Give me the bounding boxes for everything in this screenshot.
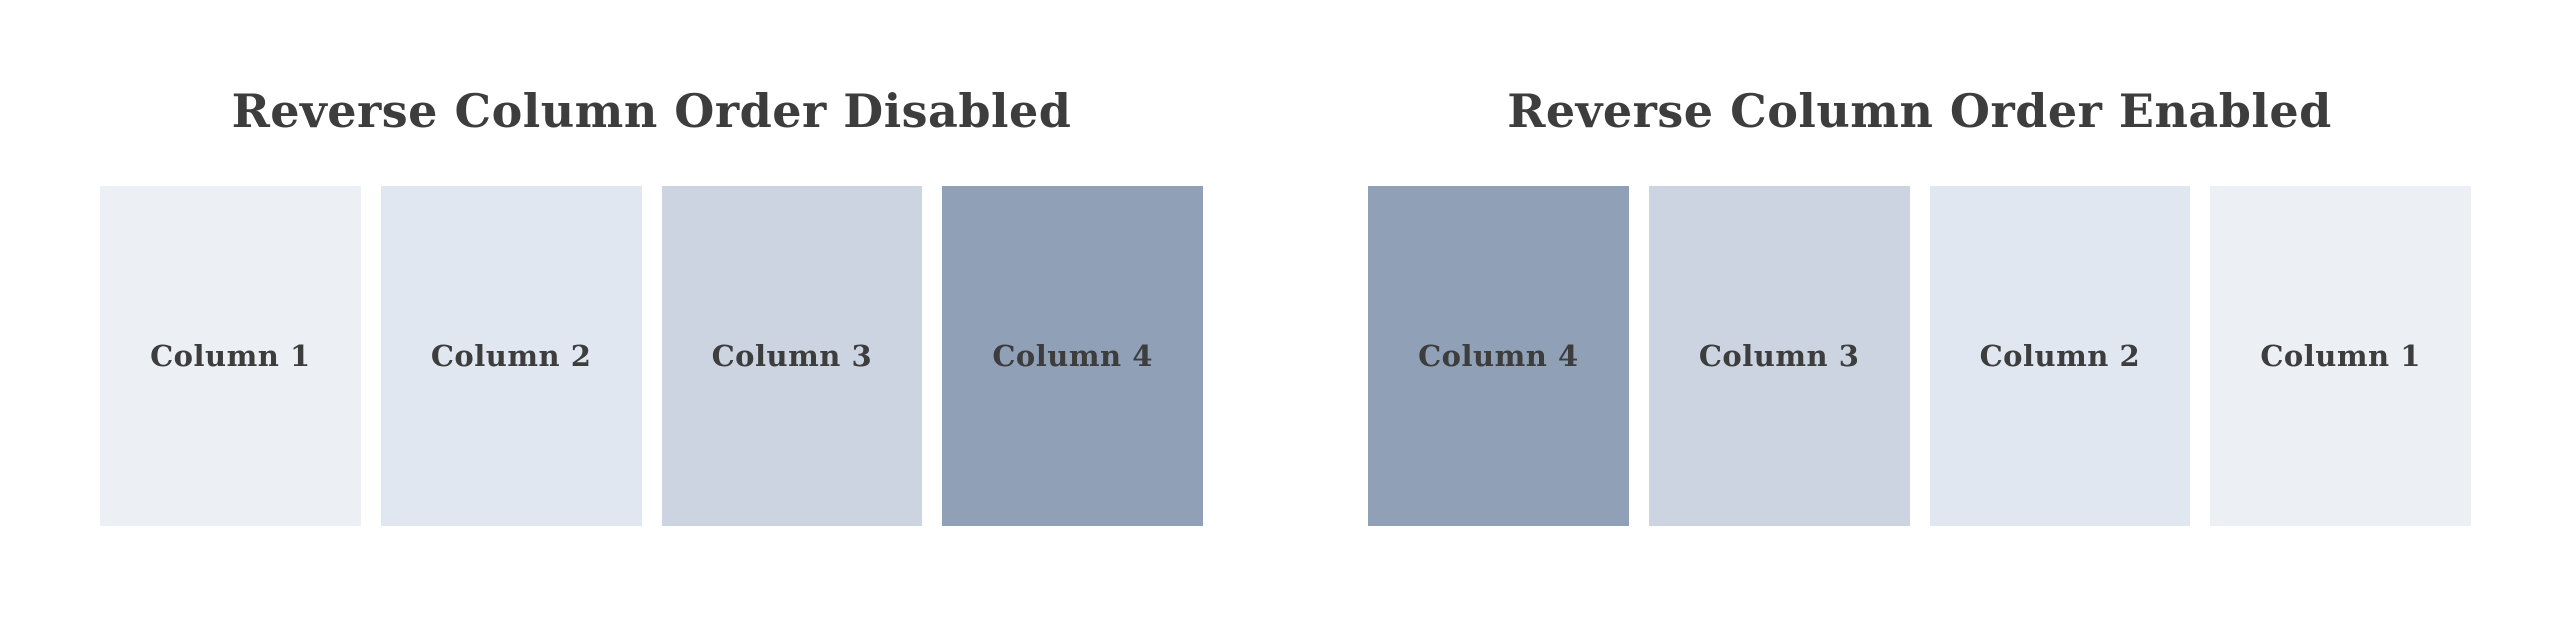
column-label: Column 4 (992, 338, 1153, 373)
column-label: Column 2 (430, 338, 592, 373)
column-box: Column 3 (661, 185, 923, 526)
column-box: Column 4 (942, 185, 1203, 526)
column-row-disabled: Column 1 Column 2 Column 3 Column 4 (100, 185, 1203, 526)
column-box: Column 2 (380, 185, 642, 526)
section-reverse-enabled: Reverse Column Order Enabled Column 4 Co… (1368, 85, 2471, 629)
section-title-enabled: Reverse Column Order Enabled (1507, 84, 2332, 138)
column-label: Column 2 (1979, 338, 2141, 373)
column-label: Column 3 (711, 338, 873, 373)
column-box: Column 2 (1929, 185, 2191, 526)
column-label: Column 3 (1698, 338, 1860, 373)
column-box: Column 1 (2210, 185, 2471, 526)
column-box: Column 1 (100, 185, 361, 526)
column-label: Column 1 (150, 338, 311, 373)
column-box: Column 4 (1368, 185, 1629, 526)
column-label: Column 1 (2260, 338, 2421, 373)
column-row-enabled: Column 4 Column 3 Column 2 Column 1 (1368, 185, 2471, 526)
column-label: Column 4 (1418, 338, 1579, 373)
section-reverse-disabled: Reverse Column Order Disabled Column 1 C… (100, 85, 1203, 629)
section-title-disabled: Reverse Column Order Disabled (231, 84, 1072, 138)
column-box: Column 3 (1648, 185, 1910, 526)
